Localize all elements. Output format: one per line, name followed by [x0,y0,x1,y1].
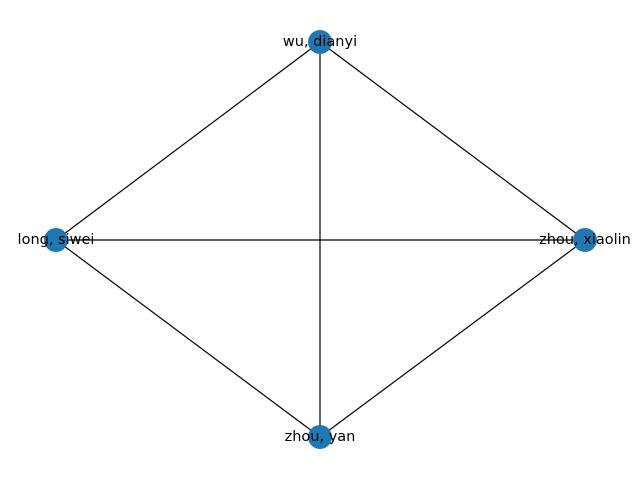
node-long [44,228,68,252]
node-wu [308,30,332,54]
edge-long-yan [55,239,321,438]
node-label-xiaolin: zhou, xiaolin [539,232,631,248]
edge-wu-long [55,41,321,241]
edge-wu-xiaolin [319,41,586,241]
labels-layer: wu, dianyi long, siwei zhou, xiaolin zhou, … [18,34,631,445]
edges-layer [55,41,586,438]
node-xiaolin [573,228,597,252]
node-label-wu: wu, dianyi [283,34,357,50]
nodes-layer [44,30,597,449]
node-yan [308,425,332,449]
edge-xiaolin-yan [319,239,586,438]
node-label-yan: zhou, yan [285,429,356,445]
node-label-long: long, siwei [18,232,95,248]
